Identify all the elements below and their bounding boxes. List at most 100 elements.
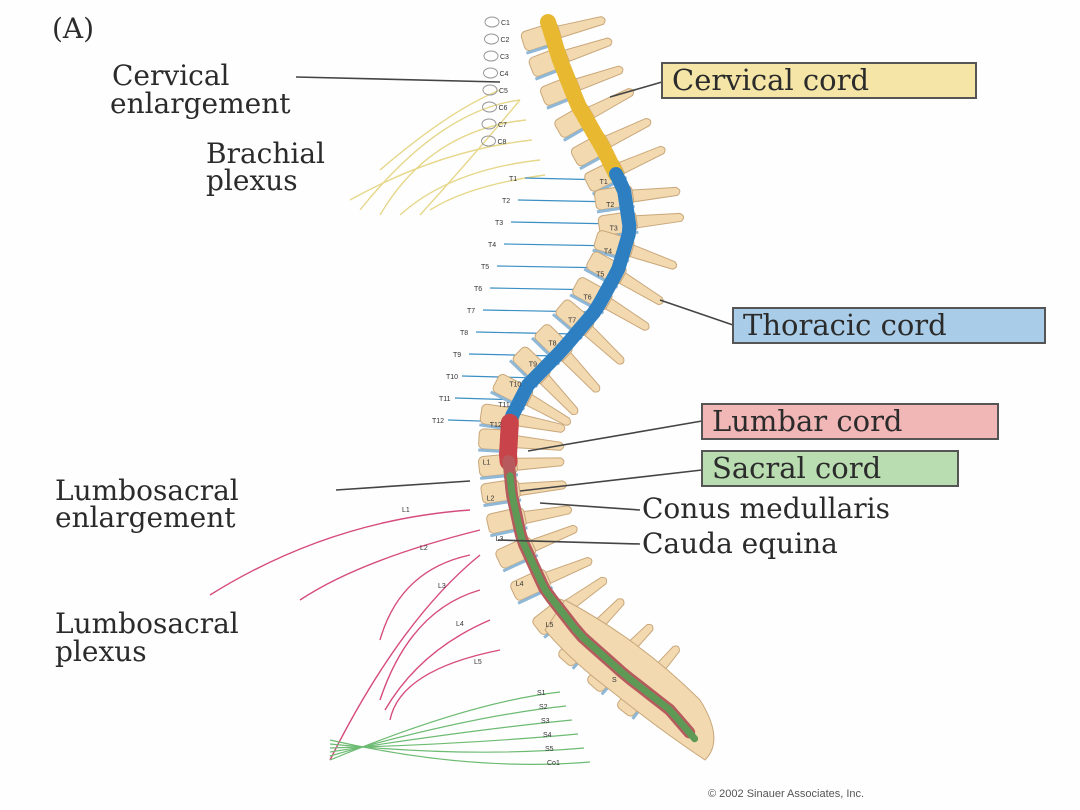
thoracic-cord-label: Thoracic cord	[743, 308, 947, 342]
thoracic-vertebra-label: T5	[596, 271, 604, 278]
thoracic-nerve-label: T10	[446, 374, 458, 381]
lumbosacral-plexus-nerve	[384, 619, 491, 711]
lumbar-cord-box: Lumbar cord	[701, 403, 999, 440]
lumbosacral-plexus-nerve	[379, 589, 481, 701]
conus-medullaris-leader	[539, 502, 641, 511]
spinous-process	[544, 556, 593, 584]
lumbar-vertebra-label: L1	[483, 459, 491, 466]
spinous-process	[563, 576, 608, 612]
spinous-process	[618, 145, 666, 174]
sacral-nerve-label: S1	[537, 690, 546, 697]
lumbosacral-plexus-label-line1: Lumbosacral	[55, 607, 239, 640]
brachial-plexus-nerve	[429, 174, 546, 211]
sacrum-label: S	[612, 677, 617, 684]
thoracic-vertebra-label: T3	[610, 225, 618, 232]
spinous-process	[629, 244, 678, 270]
cervical-cord-leader	[609, 81, 663, 98]
thoracic-nerve-label: T7	[467, 308, 475, 315]
cervical-enlargement-leader	[295, 76, 501, 83]
lumbar-nerve-label: L2	[420, 545, 428, 552]
brachial-plexus-nerve	[399, 159, 541, 216]
thoracic-nerve-label: T9	[453, 352, 461, 359]
lumbosacral-enlargement-label-line1: Lumbosacral	[55, 474, 239, 507]
thoracic-nerve	[468, 353, 557, 357]
cervical-cord-box: Cervical cord	[661, 62, 977, 99]
cervical-nerve-root-marker	[482, 101, 497, 113]
lumbosacral-plexus-nerve	[209, 509, 471, 596]
spinous-process	[557, 16, 606, 39]
cauda-equina-green-roots	[506, 472, 699, 743]
cervical-nerve-root-marker	[482, 84, 498, 96]
lumbosacral-plexus-nerve	[299, 529, 481, 601]
lumbar-cord-segment	[498, 413, 519, 471]
sacral-cord-leader	[519, 469, 703, 492]
thoracic-vertebra-label: T11	[498, 402, 510, 409]
cervical-nerve-root-marker	[484, 33, 499, 45]
thoracic-cord-box: Thoracic cord	[732, 307, 1046, 344]
cervical-nerve-label: C3	[500, 54, 509, 61]
vertebra	[478, 428, 565, 454]
lumbosacral-enlargement-leader	[335, 480, 471, 491]
spinous-process	[530, 524, 578, 552]
vertebra	[478, 453, 565, 480]
thoracic-vertebra-label: T4	[604, 248, 612, 255]
spinous-process	[561, 351, 601, 393]
lumbosacral-plexus-nerve	[379, 554, 471, 641]
nerve-labels: C1C2C3C4C5C6C7C8T1T2T3T4T5T6T7T8T9T10T11…	[402, 16, 560, 767]
cervical-nerve-root-marker	[483, 50, 499, 62]
sacral-nerve-label: S4	[543, 732, 552, 739]
lumbar-nerve-label: L4	[456, 621, 464, 628]
thoracic-vertebra-label: T12	[490, 422, 502, 429]
thoracic-nerve-label: T5	[481, 264, 489, 271]
spinous-process	[587, 88, 634, 119]
thoracic-nerve-label: T4	[488, 242, 496, 249]
thoracic-nerve-label: T3	[495, 220, 503, 227]
sacral-nerve-label: Co1	[547, 760, 560, 767]
cauda-equina-leader	[497, 539, 641, 545]
cervical-nerve-label: C5	[499, 88, 508, 95]
sacral-nerve-label: S2	[539, 704, 548, 711]
cervical-nerve-label: C6	[499, 105, 508, 112]
thoracic-vertebra-label: T1	[600, 179, 608, 186]
lumbosacral-plexus-label-line2: plexus	[55, 635, 147, 668]
sacral-nerve-label: S3	[541, 718, 550, 725]
thoracic-vertebra-label: T9	[529, 362, 537, 369]
spinous-process	[564, 37, 613, 62]
conus-medullaris-label: Conus medullaris	[642, 492, 890, 525]
lumbar-cord-leader	[527, 420, 703, 452]
lumbar-vertebra-label: L2	[487, 496, 495, 503]
spinous-process	[619, 272, 664, 306]
thoracic-nerve-label: T8	[460, 330, 468, 337]
thoracic-nerve-label: T1	[509, 176, 517, 183]
thoracic-vertebra-label: T8	[548, 340, 556, 347]
spinal-cord	[498, 14, 699, 743]
cauda-equina-label: Cauda equina	[642, 527, 838, 560]
leader-lines	[295, 76, 734, 545]
thoracic-nerve-label: T2	[502, 198, 510, 205]
cervical-nerve-label: C4	[500, 71, 509, 78]
brachial-plexus-nerve	[379, 119, 527, 216]
thoracic-vertebra-label: T10	[509, 382, 521, 389]
lumbar-cord-label: Lumbar cord	[712, 404, 903, 438]
cervical-nerve-root-marker	[483, 67, 498, 79]
cervical-nerve-label: C2	[501, 37, 510, 44]
panel-label: (A)	[52, 12, 94, 45]
sacral-nerve-label: S5	[545, 746, 554, 753]
thoracic-nerve-label: T6	[474, 286, 482, 293]
spinous-process	[525, 393, 571, 426]
cervical-nerve-root-marker	[481, 118, 497, 130]
lumbar-nerve-label: L1	[402, 507, 410, 514]
brachial-plexus-label-line1: Brachial	[206, 137, 325, 170]
thoracic-nerve-label: T11	[439, 396, 451, 403]
cervical-nerve-label: C8	[498, 139, 507, 146]
lumbar-nerve-label: L3	[438, 583, 446, 590]
spinous-process	[635, 212, 685, 229]
spinous-process	[604, 117, 652, 148]
thoracic-vertebra-label: T2	[606, 202, 614, 209]
spinous-process	[515, 457, 565, 471]
sacral-nerve	[329, 739, 591, 765]
spinous-process	[523, 505, 573, 524]
brachial-plexus-nerve	[349, 139, 533, 201]
lumbosacral-plexus-nerve	[389, 649, 501, 721]
